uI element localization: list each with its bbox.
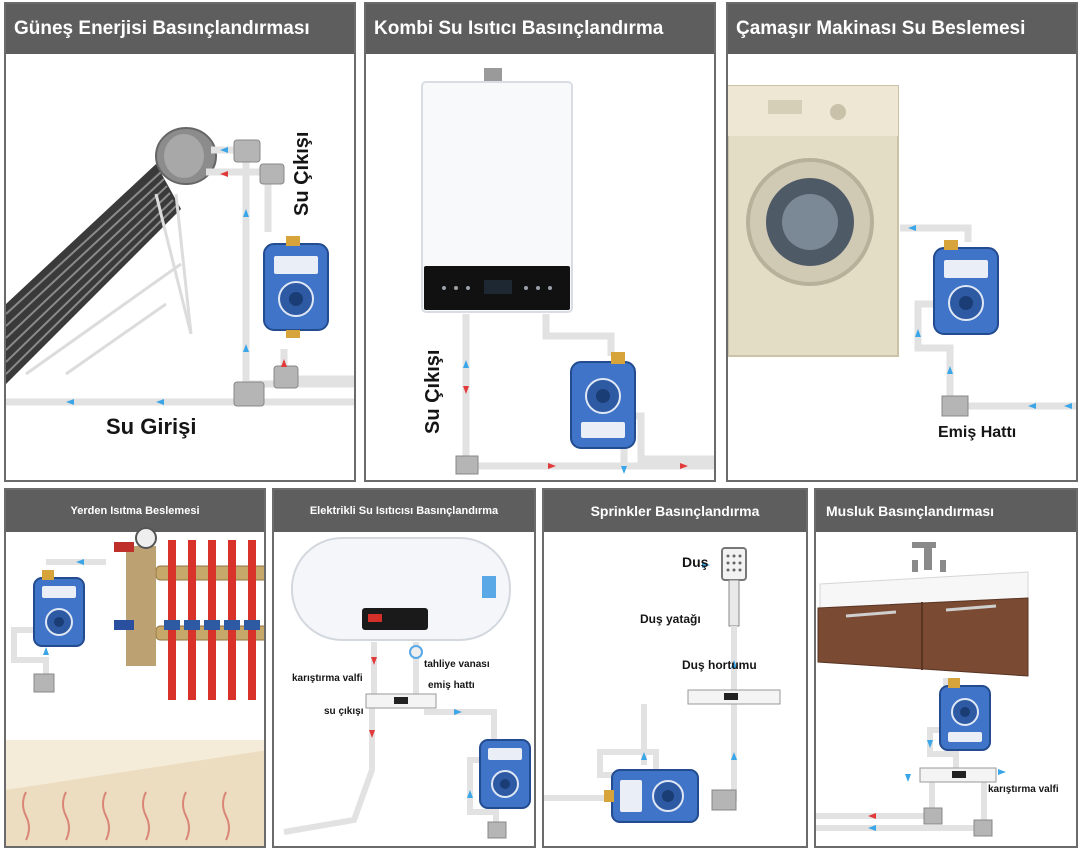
pump-icon: [263, 236, 329, 338]
pump-icon: [604, 769, 699, 823]
suction-label: emiş hattı: [428, 680, 475, 691]
water-heater-icon: [291, 537, 511, 641]
washing-machine-icon: [728, 85, 899, 357]
panel-title: Musluk Basınçlandırması: [816, 490, 1076, 532]
panel-title: Yerden Isıtma Beslemesi: [6, 490, 264, 532]
pipes: [900, 224, 1076, 410]
panel-title: Kombi Su Isıtıcı Basınçlandırma: [366, 4, 714, 54]
floor-diagram: [6, 527, 264, 846]
panel-title: Sprinkler Basınçlandırma: [544, 490, 806, 532]
pump-icon: [570, 352, 636, 449]
drain-valve-label: tahliye vanası: [424, 659, 490, 670]
suction-label: Emiş Hattı: [938, 424, 1017, 441]
panel-title: Elektrikli Su Isıtıcısı Basınçlandırma: [274, 490, 534, 532]
mixing-valve-label: karıştırma valfi: [292, 673, 363, 684]
panel-title: Güneş Enerjisi Basınçlandırması: [6, 4, 354, 54]
shower-head-icon: [721, 547, 747, 627]
pump-icon: [33, 570, 85, 647]
solar-collector-icon: [6, 127, 217, 384]
flow-arrows: [868, 740, 1006, 831]
flow-arrows: [66, 147, 287, 405]
panel-solar: Güneş Enerjisi Basınçlandırması: [4, 2, 356, 482]
panel-sprinkler: Sprinkler Basınçlandırma: [542, 488, 808, 848]
panel-title: Çamaşır Makinası Su Beslemesi: [728, 4, 1076, 54]
manifold-icon: [114, 527, 264, 700]
outlet-label: Su Çıkışı: [422, 349, 444, 434]
pipes: [283, 642, 499, 835]
flow-arrows: [369, 657, 473, 798]
outlet-label: su çıkışı: [324, 706, 364, 717]
shower-hose-label: Duş hortumu: [682, 658, 757, 672]
panel-combi: Kombi Su Isıtıcı Basınçlandırma: [364, 2, 716, 482]
flow-arrows: [908, 225, 1072, 409]
shower-label: Duş: [682, 554, 709, 570]
faucet-diagram: [816, 542, 1029, 837]
pump-icon: [933, 240, 999, 335]
sprinkler-diagram: [544, 547, 781, 823]
panel-faucet: Musluk Basınçlandırması: [814, 488, 1078, 848]
inlet-label: Su Girişi: [106, 414, 197, 439]
outlet-label: Su Çıkışı: [291, 131, 313, 216]
flow-arrows: [463, 360, 688, 474]
panel-electric: Elektrikli Su Isıtıcısı Basınçlandırma: [272, 488, 536, 848]
boiler-icon: [421, 68, 573, 313]
panel-washer: Çamaşır Makinası Su Beslemesi: [726, 2, 1078, 482]
flow-arrows: [641, 562, 737, 760]
sink-icon: [817, 542, 1029, 677]
panel-floor: Yerden Isıtma Beslemesi: [4, 488, 266, 848]
pump-icon: [479, 739, 531, 809]
shower-holder-label: Duş yatağı: [640, 612, 701, 626]
mixing-valve-label: karıştırma valfi: [988, 784, 1059, 795]
combi-diagram: [421, 68, 714, 475]
electric-diagram: [283, 537, 531, 839]
floor-scene: [6, 740, 264, 846]
washer-diagram: [728, 85, 1076, 417]
pump-icon: [939, 678, 991, 751]
solar-diagram: [6, 127, 354, 407]
